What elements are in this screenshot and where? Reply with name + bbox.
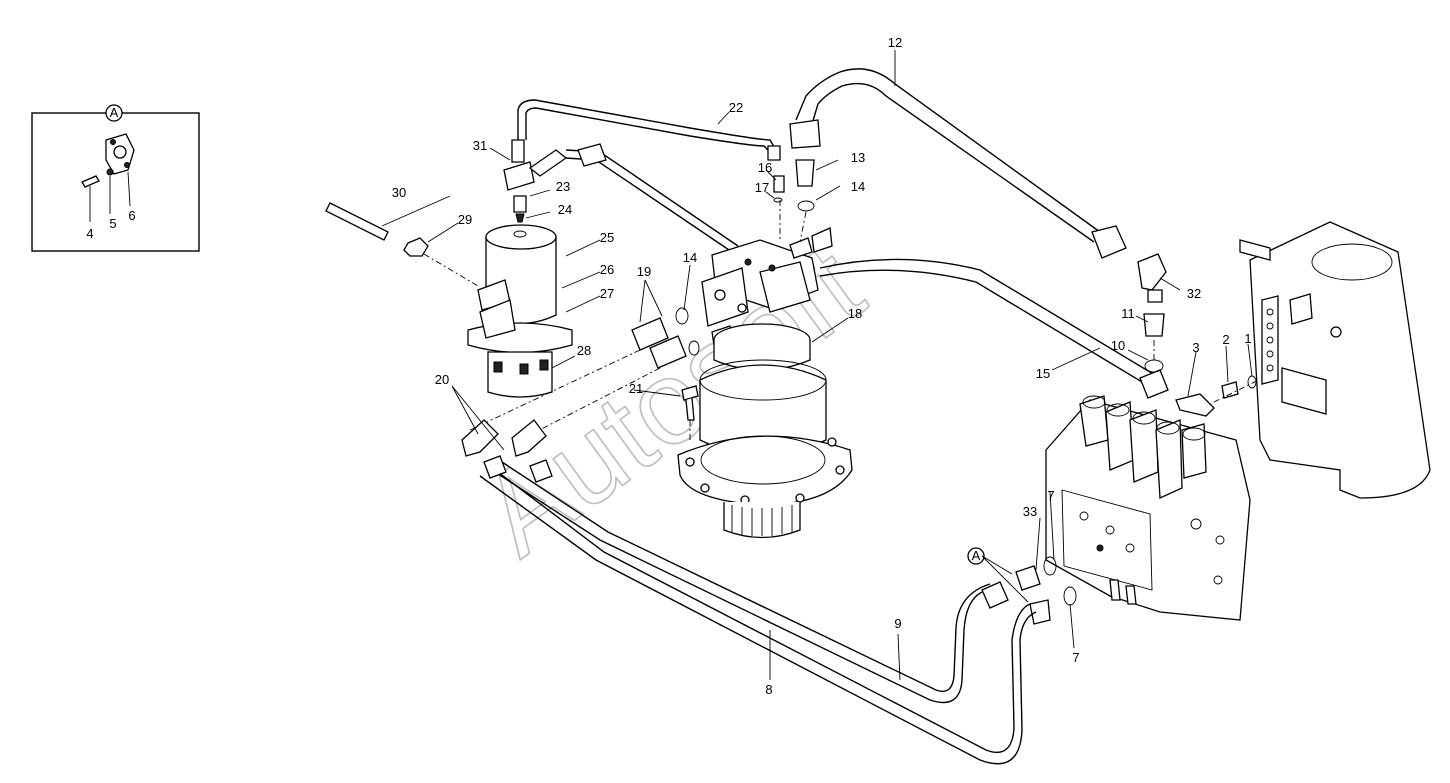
shaft-assembly <box>325 202 479 287</box>
swing-motor <box>677 227 853 539</box>
label-12: 12 <box>888 35 902 50</box>
inset-detail-box: A 4 5 6 <box>31 104 200 252</box>
label-20: 20 <box>435 372 449 387</box>
label-14a: 14 <box>851 179 865 194</box>
elbows-20 <box>461 419 553 483</box>
label-33: 33 <box>1023 504 1037 519</box>
label-29: 29 <box>458 212 472 227</box>
label-2: 2 <box>1222 332 1229 347</box>
pipe-tee-to-motor <box>565 143 739 253</box>
label-24: 24 <box>558 202 572 217</box>
label-16: 16 <box>758 160 772 175</box>
pipe-15 <box>819 258 1169 399</box>
inset-label-5: 5 <box>109 216 116 231</box>
leader-lines <box>381 50 1253 681</box>
label-8: 8 <box>765 682 772 697</box>
hose-22 <box>517 99 781 161</box>
label-28: 28 <box>577 343 591 358</box>
hose-8 <box>479 465 1037 765</box>
label-9: 9 <box>894 616 901 631</box>
bolt-21 <box>681 385 699 440</box>
label-23: 23 <box>556 179 570 194</box>
inset-label-6: 6 <box>128 208 135 223</box>
label-18: 18 <box>848 306 862 321</box>
label-22: 22 <box>729 100 743 115</box>
label-21: 21 <box>629 381 643 396</box>
label-7b: 7 <box>1072 650 1079 665</box>
label-26: 26 <box>600 262 614 277</box>
label-7a: 7 <box>1047 488 1054 503</box>
fittings-33-7: A <box>967 547 1077 625</box>
label-13: 13 <box>851 150 865 165</box>
hose-9 <box>491 461 1009 704</box>
label-10: 10 <box>1111 338 1125 353</box>
label-30: 30 <box>392 185 406 200</box>
label-31: 31 <box>473 138 487 153</box>
label-14b: 14 <box>683 250 697 265</box>
label-1: 1 <box>1244 331 1251 346</box>
label-19: 19 <box>637 264 651 279</box>
label-15: 15 <box>1036 366 1050 381</box>
pilot-filter-housing <box>467 224 573 398</box>
label-17: 17 <box>755 180 769 195</box>
hydraulic-tank <box>1239 221 1431 499</box>
fittings-16-17-13-14 <box>773 159 815 243</box>
inset-marker: A <box>110 105 119 120</box>
label-27: 27 <box>600 286 614 301</box>
label-25: 25 <box>600 230 614 245</box>
fittings-19 <box>469 307 700 441</box>
part-labels: 1 2 3 7 7 8 9 10 11 12 13 14 14 15 16 17… <box>392 35 1252 697</box>
control-valve <box>1045 395 1251 621</box>
tee-fitting-group <box>503 139 568 238</box>
callout-marker: A <box>972 548 981 563</box>
label-3: 3 <box>1192 340 1199 355</box>
label-32: 32 <box>1187 286 1201 301</box>
inset-label-4: 4 <box>86 226 93 241</box>
fittings-32-11-10 <box>1137 253 1167 373</box>
hose-12 <box>789 68 1127 259</box>
label-11: 11 <box>1121 306 1135 321</box>
